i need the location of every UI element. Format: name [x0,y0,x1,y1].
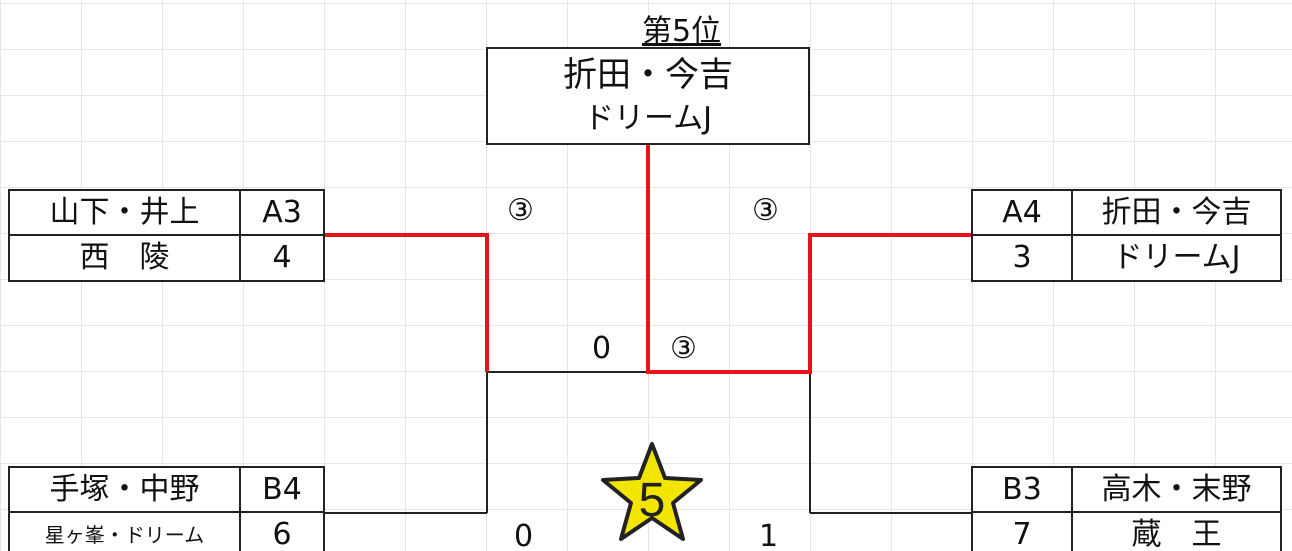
team-box-right-top: A4 折田・今吉 3 ドリームJ [971,189,1282,282]
rank-label: 第5位 [642,14,722,49]
winner-path-right [646,144,972,374]
team-players: 山下・井上 [10,191,241,236]
team-club: ドリームJ [1112,240,1241,275]
winner-box: 折田・今吉 ドリームJ [486,47,810,145]
score-final-left: 0 [592,331,612,366]
star-icon: 5 [601,442,703,541]
team-seed: A3 [241,191,323,236]
winner-path-left [323,233,489,372]
team-club: 蔵 王 [1131,517,1222,551]
star-label: 5 [639,474,666,527]
team-box-left-bottom: 手塚・中野 B4 星ヶ峯・ドリーム 6 [8,466,325,551]
winner-club: ドリームJ [584,101,712,136]
fifth-place-star-badge: 5 [598,440,706,548]
score-semi-right-bottom: 1 [759,519,779,551]
team-number: 3 [973,236,1073,280]
team-seed: B4 [241,468,323,513]
score-semi-left-top: ③ [507,193,534,228]
team-players: 高木・末野 [1073,468,1280,513]
team-seed: B3 [973,468,1073,513]
score-semi-left-bottom: 0 [514,519,534,551]
team-club: 星ヶ峯・ドリーム [10,513,241,551]
score-final-right: ③ [670,331,697,366]
team-club: 西 陵 [10,236,241,280]
team-number: 4 [272,240,292,275]
team-players: 折田・今吉 [1073,191,1280,236]
score-semi-right-top: ③ [752,193,779,228]
team-number: 6 [272,517,292,551]
team-players: 手塚・中野 [10,468,241,513]
team-number: 7 [973,513,1073,551]
team-seed: A4 [973,191,1073,236]
winner-players: 折田・今吉 [563,55,733,95]
team-box-right-bottom: B3 高木・末野 7 蔵 王 [971,466,1282,551]
team-box-left-top: 山下・井上 A3 西 陵 4 [8,189,325,282]
